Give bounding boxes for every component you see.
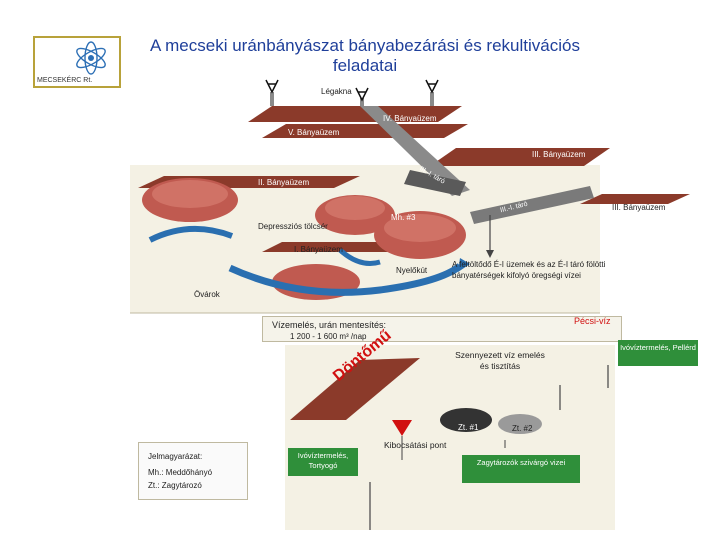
legend-mh: Mh.: Meddőhányó xyxy=(148,468,213,477)
atom-logo-icon xyxy=(76,41,106,75)
plateau-iv xyxy=(248,106,462,122)
zt1-label: Zt. #1 xyxy=(458,423,479,432)
logo-text: MECSEKÉRC Rt. xyxy=(37,77,93,84)
v-banyauzem-label: V. Bányaüzem xyxy=(288,128,340,137)
flow-arrow-1 xyxy=(148,225,234,243)
vizemeles-rate: 1 200 - 1 600 m³ /nap xyxy=(290,332,367,341)
iii-banyauzem-right-label: III. Bányaüzem xyxy=(612,203,666,212)
dontomu-slope xyxy=(290,358,420,420)
szennyezett-label: Szennyezett víz emelés és tisztítás xyxy=(455,350,545,371)
legakna-label: Légakna xyxy=(321,87,352,96)
pecsi-viz-label: Pécsi-víz xyxy=(574,316,611,326)
mh3-label: Mh. #3 xyxy=(391,213,416,222)
iv-banyauzem-label: IV. Bányaüzem xyxy=(383,114,437,123)
i-banyauzem-label: I. Bányaüzem xyxy=(294,245,343,254)
tunnel-segment-2 xyxy=(470,186,594,224)
tunnel-segment-1 xyxy=(404,170,466,196)
depresszios-label: Depressziós tölcsér xyxy=(258,222,328,231)
page-title: A mecseki uránbányászat bányabezárási és… xyxy=(150,36,580,75)
arok-label: Övárok xyxy=(194,290,220,299)
ivoviz-pellerd-box: Ivóvíztermelés, Pellérd xyxy=(618,340,698,366)
plateau-v xyxy=(262,124,468,138)
company-logo: MECSEKÉRC Rt. xyxy=(33,36,121,88)
ivoviz-tortyogo-box: Ivóvíztermelés, Tortyogó xyxy=(288,448,358,476)
plateau-i xyxy=(262,242,410,252)
zagytarozo-2 xyxy=(498,414,542,434)
kibocsatasi-label: Kibocsátási pont xyxy=(384,440,447,450)
discharge-point-icon xyxy=(392,420,412,436)
flow-arrow-2 xyxy=(228,263,463,296)
legend-box xyxy=(138,442,248,500)
plateau-iii-right xyxy=(580,194,690,204)
lower-backdrop xyxy=(285,345,615,530)
zt2-label: Zt. #2 xyxy=(512,424,533,433)
legend-title: Jelmagyarázat: xyxy=(148,452,203,461)
legend-zt: Zt.: Zagytározó xyxy=(148,481,202,490)
shaft-main xyxy=(360,106,470,196)
nyelokut-label: Nyelőkút xyxy=(396,266,428,275)
plateau-iii-top xyxy=(430,148,610,166)
iii-banyauzem-top-label: III. Bányaüzem xyxy=(532,150,586,159)
zagytarozok-box: Zagytározók szivárgó vizei xyxy=(462,455,580,483)
vizemeles-panel xyxy=(262,316,622,342)
ii-banyauzem-label: II. Bányaüzem xyxy=(258,178,310,187)
vizemeles-label: Vízemelés, urán mentesítés: xyxy=(272,320,387,330)
zagytarozo-1 xyxy=(440,408,492,432)
feltoltodo-note: A feltöltődő É-I üzemek és az É-I táró f… xyxy=(452,260,606,280)
